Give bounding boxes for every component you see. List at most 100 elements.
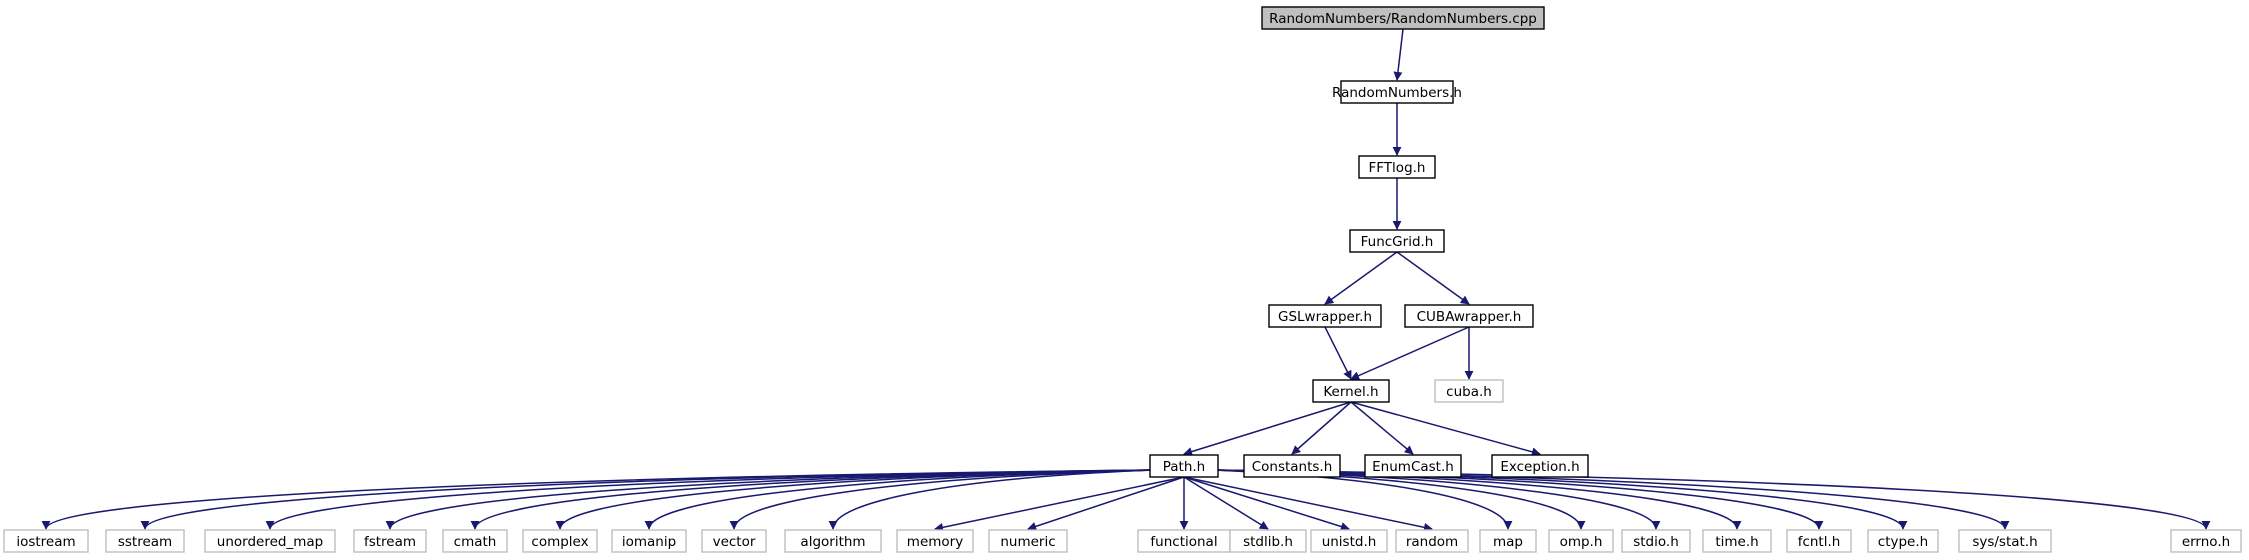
node-label: errno.h <box>2182 534 2230 550</box>
node-unordered-map: unordered_map <box>204 529 336 553</box>
node-box <box>522 529 598 553</box>
node-box <box>896 529 974 553</box>
node-stdlib-h: stdlib.h <box>1229 529 1307 553</box>
node-stdio-h: stdio.h <box>1621 529 1691 553</box>
node-funcgrid-h[interactable]: FuncGrid.h <box>1349 229 1445 253</box>
node-box <box>3 529 89 553</box>
node-box <box>1364 454 1462 478</box>
node-map: map <box>1479 529 1537 553</box>
node-box <box>1243 454 1341 478</box>
node-kernel-h[interactable]: Kernel.h <box>1312 379 1390 403</box>
edge-path_h-to-vector <box>729 469 1155 530</box>
node-label: vector <box>713 534 756 550</box>
node-box <box>1548 529 1614 553</box>
edges-layer <box>41 28 2211 532</box>
edge-cubawrapper_h-to-kernel_h <box>1350 326 1470 380</box>
node-box <box>1261 6 1545 30</box>
edge-path_h-to-unordered_map <box>265 469 1155 530</box>
node-box <box>784 529 882 553</box>
edge-funcgrid_h-to-cubawrapper_h <box>1396 251 1470 305</box>
node-enumcast-h[interactable]: EnumCast.h <box>1364 454 1462 478</box>
node-box <box>988 529 1068 553</box>
node-cubawrapper-h[interactable]: CUBAwrapper.h <box>1404 304 1534 328</box>
node-label: GSLwrapper.h <box>1278 309 1372 325</box>
node-box <box>1312 379 1390 403</box>
node-label: fcntl.h <box>1798 534 1841 550</box>
edge-path_h-to-algorithm <box>828 469 1155 530</box>
node-box <box>1434 379 1504 403</box>
edge-kernel_h-to-enumcast_h <box>1350 401 1414 455</box>
edge-path_h-to-stdlib_h <box>1183 476 1269 530</box>
node-box <box>1310 529 1388 553</box>
node-label: CUBAwrapper.h <box>1417 309 1522 325</box>
node-cmath: cmath <box>442 529 508 553</box>
node-box <box>1491 454 1589 478</box>
node-label: stdlib.h <box>1243 534 1293 550</box>
edge-kernel_h-to-path_h <box>1183 401 1352 456</box>
node-errno-h: errno.h <box>2170 529 2242 553</box>
edge-path_h-to-sstream <box>140 469 1155 530</box>
node-functional: functional <box>1137 529 1231 553</box>
node-box <box>2170 529 2242 553</box>
node-vector: vector <box>701 529 767 553</box>
node-box <box>1358 155 1436 179</box>
node-box <box>611 529 687 553</box>
node-label: unistd.h <box>1322 534 1377 550</box>
node-box <box>1149 454 1219 478</box>
node-label: complex <box>531 534 588 550</box>
node-label: RandomNumbers.h <box>1332 85 1462 101</box>
node-root[interactable]: RandomNumbers/RandomNumbers.cpp <box>1261 6 1545 30</box>
node-box <box>1958 529 2052 553</box>
node-box <box>1479 529 1537 553</box>
node-box <box>1268 304 1382 328</box>
edge-path_h-to-numeric <box>1027 476 1185 531</box>
node-label: cuba.h <box>1446 384 1492 400</box>
edge-gslwrapper_h-to-kernel_h <box>1324 326 1352 380</box>
node-label: algorithm <box>800 534 865 550</box>
node-exception-h[interactable]: Exception.h <box>1491 454 1589 478</box>
node-box <box>1395 529 1469 553</box>
node-label: random <box>1406 534 1458 550</box>
node-box <box>1340 80 1454 104</box>
node-constants-h[interactable]: Constants.h <box>1243 454 1341 478</box>
node-random: random <box>1395 529 1469 553</box>
node-box <box>1786 529 1852 553</box>
node-path-h[interactable]: Path.h <box>1149 454 1219 478</box>
node-box <box>1621 529 1691 553</box>
node-numeric: numeric <box>988 529 1068 553</box>
node-label: Constants.h <box>1252 459 1333 475</box>
edge-path_h-to-random <box>1183 476 1433 532</box>
node-box <box>353 529 427 553</box>
node-iostream: iostream <box>3 529 89 553</box>
node-label: sys/stat.h <box>1972 534 2037 550</box>
node-label: memory <box>907 534 963 550</box>
node-label: iostream <box>16 534 75 550</box>
node-label: time.h <box>1715 534 1758 550</box>
node-label: RandomNumbers/RandomNumbers.cpp <box>1269 11 1537 27</box>
edge-funcgrid_h-to-gslwrapper_h <box>1324 251 1398 305</box>
node-box <box>701 529 767 553</box>
node-randomnumbers-h[interactable]: RandomNumbers.h <box>1332 80 1462 104</box>
node-algorithm: algorithm <box>784 529 882 553</box>
node-box <box>1349 229 1445 253</box>
node-label: Exception.h <box>1500 459 1579 475</box>
node-gslwrapper-h[interactable]: GSLwrapper.h <box>1268 304 1382 328</box>
node-sstream: sstream <box>105 529 185 553</box>
node-fftlog-h[interactable]: FFTlog.h <box>1358 155 1436 179</box>
edge-path_h-to-iostream <box>41 469 1155 530</box>
node-label: Kernel.h <box>1323 384 1378 400</box>
node-label: cmath <box>454 534 497 550</box>
node-box <box>1702 529 1772 553</box>
edge-kernel_h-to-exception_h <box>1350 401 1541 457</box>
node-label: FFTlog.h <box>1369 160 1426 176</box>
node-label: iomanip <box>622 534 676 550</box>
edge-kernel_h-to-constants_h <box>1291 401 1352 455</box>
node-omp-h: omp.h <box>1548 529 1614 553</box>
node-box <box>442 529 508 553</box>
edge-path_h-to-complex <box>555 469 1155 530</box>
edge-path_h-to-unistd_h <box>1183 476 1350 531</box>
node-label: FuncGrid.h <box>1361 234 1434 250</box>
node-memory: memory <box>896 529 974 553</box>
node-fstream: fstream <box>353 529 427 553</box>
